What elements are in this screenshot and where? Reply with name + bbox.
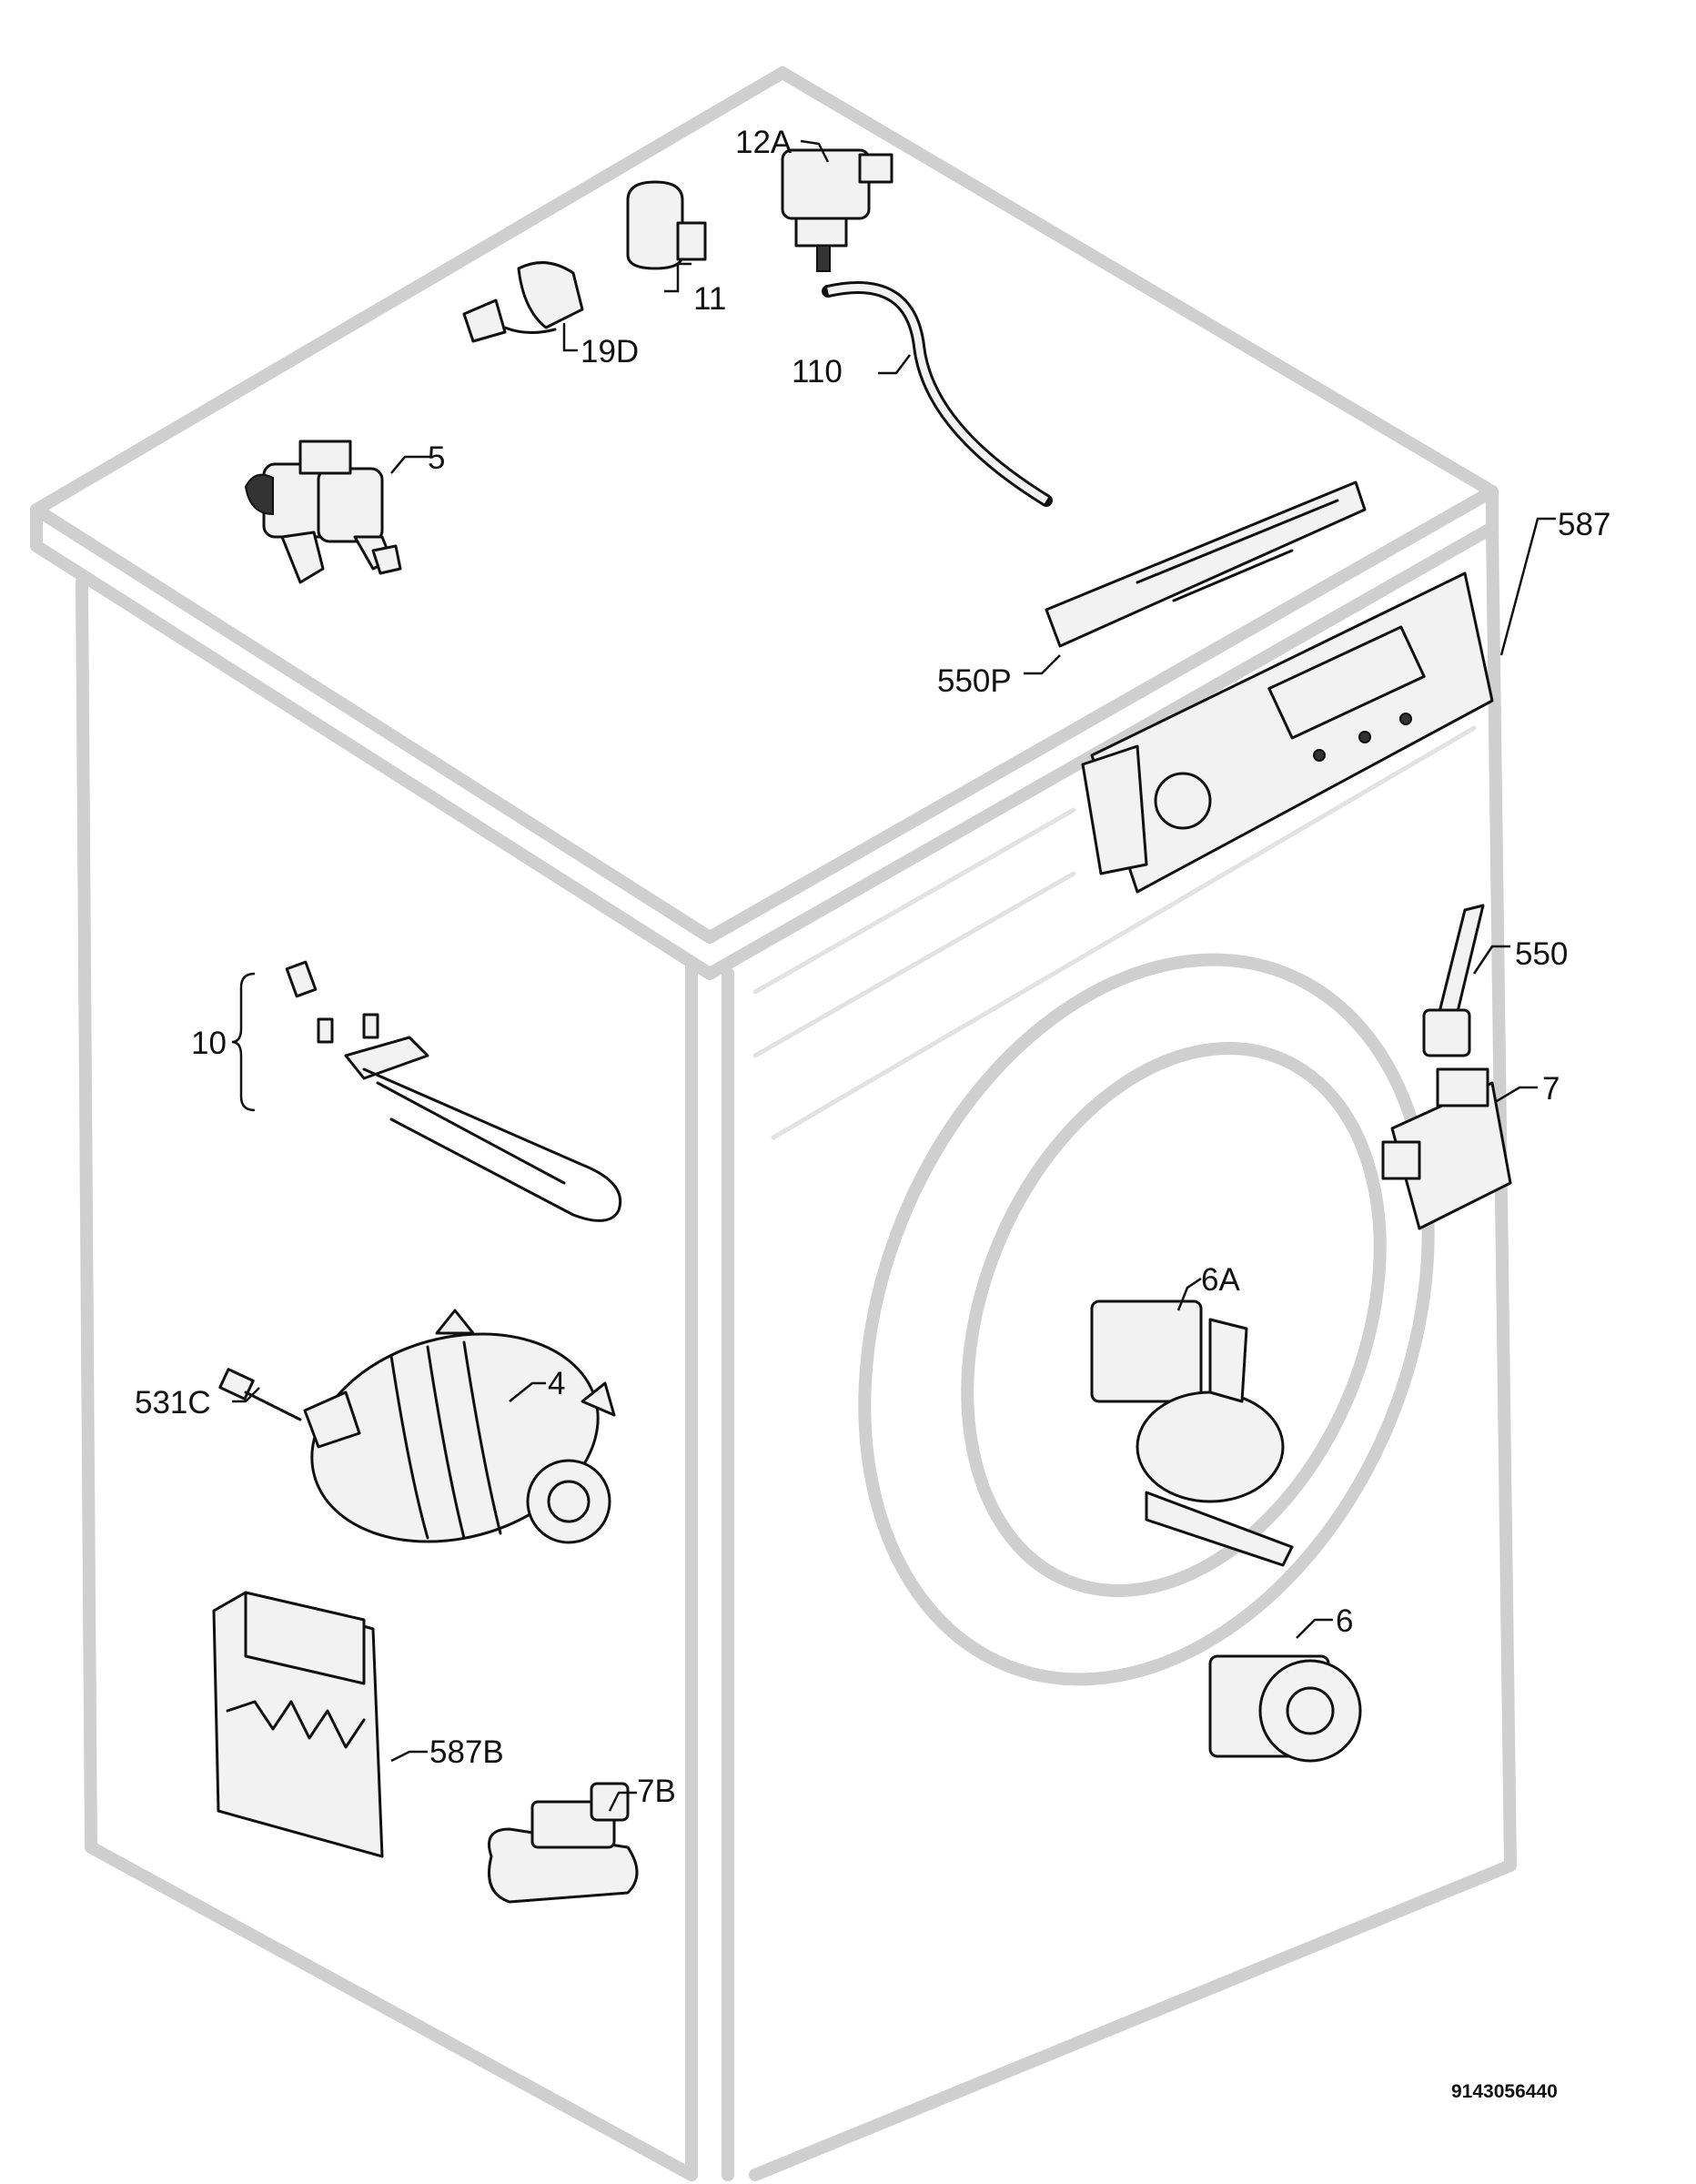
label-5: 5 <box>428 440 445 476</box>
part-10-heating-element <box>285 960 621 1222</box>
part-587-control-board <box>1081 571 1494 894</box>
part-11-suppressor <box>626 180 707 270</box>
callout-labels: 12A 11 19D 110 5 587 550P 550 10 7 6A 4 … <box>135 125 1610 1809</box>
part-19d-thermistor <box>462 261 584 343</box>
label-7: 7 <box>1542 1071 1560 1107</box>
part-6a-drain-pump <box>1090 1299 1294 1567</box>
part-5-inlet-valve <box>244 440 402 584</box>
label-12a: 12A <box>735 125 792 160</box>
part-4-motor <box>303 1309 616 1544</box>
part-7-door-lock <box>1381 1067 1512 1230</box>
drawing-id: 9143056440 <box>1451 2081 1558 2102</box>
part-550p-panel-strip <box>1045 480 1367 648</box>
label-550: 550 <box>1515 936 1568 972</box>
label-6a: 6A <box>1201 1262 1240 1298</box>
label-110: 110 <box>792 354 843 389</box>
label-7b: 7B <box>637 1774 676 1809</box>
label-10: 10 <box>191 1026 227 1061</box>
cabinet-outline <box>30 66 1517 2181</box>
part-587b-module <box>212 1591 384 1858</box>
part-6-drain-pump <box>1208 1654 1362 1763</box>
label-587: 587 <box>1558 507 1610 542</box>
label-531c: 531C <box>135 1385 211 1421</box>
door-porthole <box>858 953 1435 1686</box>
part-531c-bolt <box>218 1368 302 1421</box>
label-587b: 587B <box>429 1734 504 1770</box>
label-6: 6 <box>1336 1603 1353 1639</box>
part-550-lever <box>1422 904 1485 1057</box>
part-110-hose <box>822 281 1053 507</box>
label-19d: 19D <box>580 334 639 369</box>
label-550p: 550P <box>937 663 1012 699</box>
part-12a-pressure-switch <box>781 148 893 272</box>
label-4: 4 <box>548 1366 565 1401</box>
label-11: 11 <box>693 281 726 317</box>
leader-lines <box>231 139 1556 1812</box>
